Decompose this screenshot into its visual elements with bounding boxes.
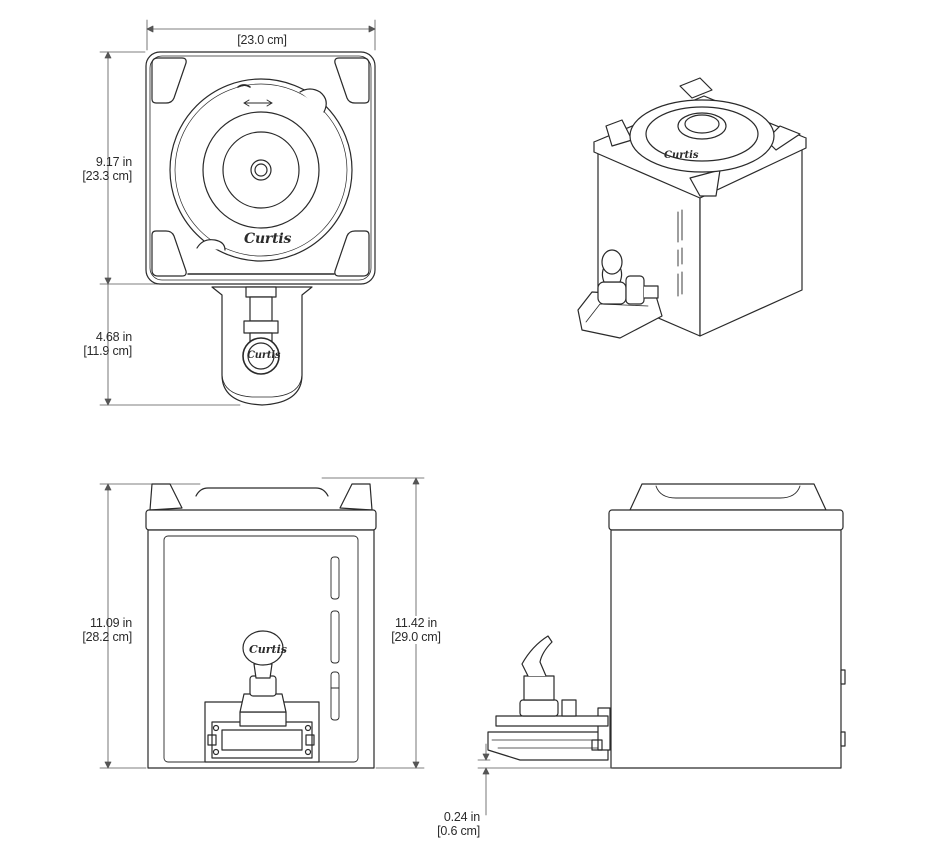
top-lid-logo: Curtis [244, 231, 292, 247]
depth-dimension-line [99, 51, 201, 285]
top-view-faucet [211, 286, 313, 406]
lid-outer-ring [169, 78, 353, 262]
lid-inner-ring [202, 111, 320, 229]
front-view: Curtis [99, 477, 425, 769]
front-faucet [239, 630, 287, 727]
iso-lid-logo: Curtis [664, 150, 699, 161]
front-faucet-handle [242, 630, 284, 666]
handle-bottom-right [334, 230, 370, 277]
top-faucet-logo: Curtis [247, 350, 281, 361]
faucet-extension-label: 4.68 in [11.9 cm] [83, 330, 132, 358]
handle-top-right [334, 57, 370, 104]
top-width-label: [23.0 cm] [237, 33, 287, 47]
side-lid-rim [608, 509, 844, 531]
side-offset-label: 0.24 in [0.6 cm] [437, 810, 480, 838]
front-height-dimension-left [99, 483, 201, 769]
side-view [477, 483, 846, 816]
lid-center-knob [250, 159, 272, 181]
front-right-height-label: 11.42 in [29.0 cm] [380, 616, 452, 644]
faucet-dimension-line [99, 283, 241, 406]
handle-bottom-left [151, 230, 187, 277]
front-sight-gauge [330, 556, 340, 721]
iso-faucet-handle [601, 249, 623, 275]
side-drip-tray [487, 731, 609, 761]
iso-sight-gauge [677, 209, 683, 297]
lid-direction-arrow-icon [243, 99, 273, 107]
front-faucet-logo: Curtis [249, 643, 287, 656]
side-faucet [487, 635, 611, 761]
top-depth-label: 9.17 in [23.3 cm] [82, 155, 132, 183]
top-view [99, 19, 376, 406]
side-offset-dimension-line [477, 743, 613, 816]
front-lid-rim [145, 509, 377, 531]
isometric-view: Curtis [577, 77, 807, 339]
front-left-height-label: 11.09 in [28.2 cm] [82, 616, 132, 644]
width-dimension-line [146, 19, 376, 51]
side-body [610, 529, 842, 769]
handle-top-left [151, 57, 187, 104]
iso-faucet [577, 249, 663, 339]
